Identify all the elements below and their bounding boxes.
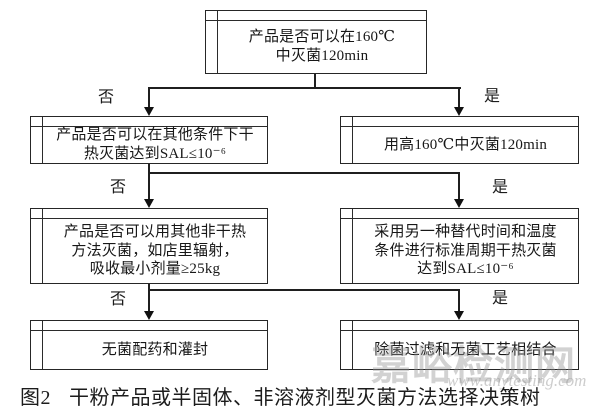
node-text: 无菌配药和灌封: [43, 331, 267, 369]
node-text-line: 吸收最小剂量≥25kg: [89, 261, 221, 278]
connector-line: [149, 87, 461, 89]
connector-line: [148, 163, 150, 200]
branch-label-yes: 是: [484, 88, 501, 105]
connector-line: [148, 87, 150, 108]
node-text-line: 达到SAL≤10⁻⁶: [417, 261, 514, 278]
node-text: 产品是否可以在其他条件下干 热灭菌达到SAL≤10⁻⁶: [43, 127, 267, 163]
connector-line: [148, 283, 150, 313]
decision-node-other-dry-heat: 产品是否可以在其他条件下干 热灭菌达到SAL≤10⁻⁶: [30, 116, 268, 164]
arrow-down-icon: [454, 311, 464, 320]
node-text-line: 中灭菌120min: [275, 48, 369, 64]
connector-line: [314, 73, 316, 88]
arrow-down-icon: [454, 199, 464, 208]
branch-label-no: 否: [110, 179, 127, 196]
connector-line: [148, 289, 460, 291]
figure-title: 干粉产品或半固体、非溶液剂型灭菌方法选择决策树: [69, 387, 541, 409]
node-text-line: 无菌配药和灌封: [101, 341, 209, 358]
node-text-line: 除菌过滤和无菌工艺相结合: [374, 341, 557, 358]
node-text-line: 条件进行标准周期干热灭菌: [374, 242, 557, 259]
node-text: 除菌过滤和无菌工艺相结合: [353, 331, 578, 369]
action-node-use-160c: 用高160℃中灭菌120min: [340, 116, 579, 164]
node-text-line: 产品是否可以在160℃: [248, 29, 396, 46]
branch-label-no: 否: [110, 291, 127, 308]
action-node-alternative-cycle: 采用另一种替代时间和温度 条件进行标准周期干热灭菌 达到SAL≤10⁻⁶: [340, 208, 579, 284]
figure-caption: 图2 干粉产品或半固体、非溶液剂型灭菌方法选择决策树: [20, 381, 541, 410]
node-text: 产品是否可以用其他非干热 方法灭菌，如店里辐射， 吸收最小剂量≥25kg: [43, 219, 267, 283]
action-node-aseptic-filling: 无菌配药和灌封: [30, 320, 268, 370]
watermark-url: www.anytesting.com: [447, 371, 587, 390]
arrow-down-icon: [144, 311, 154, 320]
connector-line: [458, 172, 460, 200]
connector-line: [458, 87, 460, 108]
watermark-brand: 嘉峪检测网: [371, 343, 576, 388]
decision-node-160c-sterilize: 产品是否可以在160℃ 中灭菌120min: [205, 10, 427, 74]
figure-number: 图2: [20, 387, 51, 409]
node-text-line: 产品是否可以用其他非干热: [63, 224, 247, 241]
branch-label-no: 否: [98, 89, 115, 106]
node-text: 采用另一种替代时间和温度 条件进行标准周期干热灭菌 达到SAL≤10⁻⁶: [353, 219, 578, 283]
action-node-filtration-aseptic: 除菌过滤和无菌工艺相结合: [340, 320, 579, 370]
arrow-down-icon: [144, 107, 154, 116]
arrow-down-icon: [144, 199, 154, 208]
node-text-line: 方法灭菌，如店里辐射，: [71, 242, 239, 259]
arrow-down-icon: [454, 107, 464, 116]
node-text-line: 热灭菌达到SAL≤10⁻⁶: [83, 146, 227, 162]
node-text: 用高160℃中灭菌120min: [353, 127, 578, 163]
connector-line: [458, 289, 460, 313]
node-text-line: 用高160℃中灭菌120min: [383, 136, 548, 153]
node-text-line: 采用另一种替代时间和温度: [374, 224, 557, 241]
node-text: 产品是否可以在160℃ 中灭菌120min: [218, 21, 426, 73]
connector-line: [148, 172, 460, 174]
decision-node-non-dry-heat: 产品是否可以用其他非干热 方法灭菌，如店里辐射， 吸收最小剂量≥25kg: [30, 208, 268, 284]
branch-label-yes: 是: [492, 179, 509, 196]
node-text-line: 产品是否可以在其他条件下干: [56, 127, 254, 144]
branch-label-yes: 是: [492, 290, 509, 307]
